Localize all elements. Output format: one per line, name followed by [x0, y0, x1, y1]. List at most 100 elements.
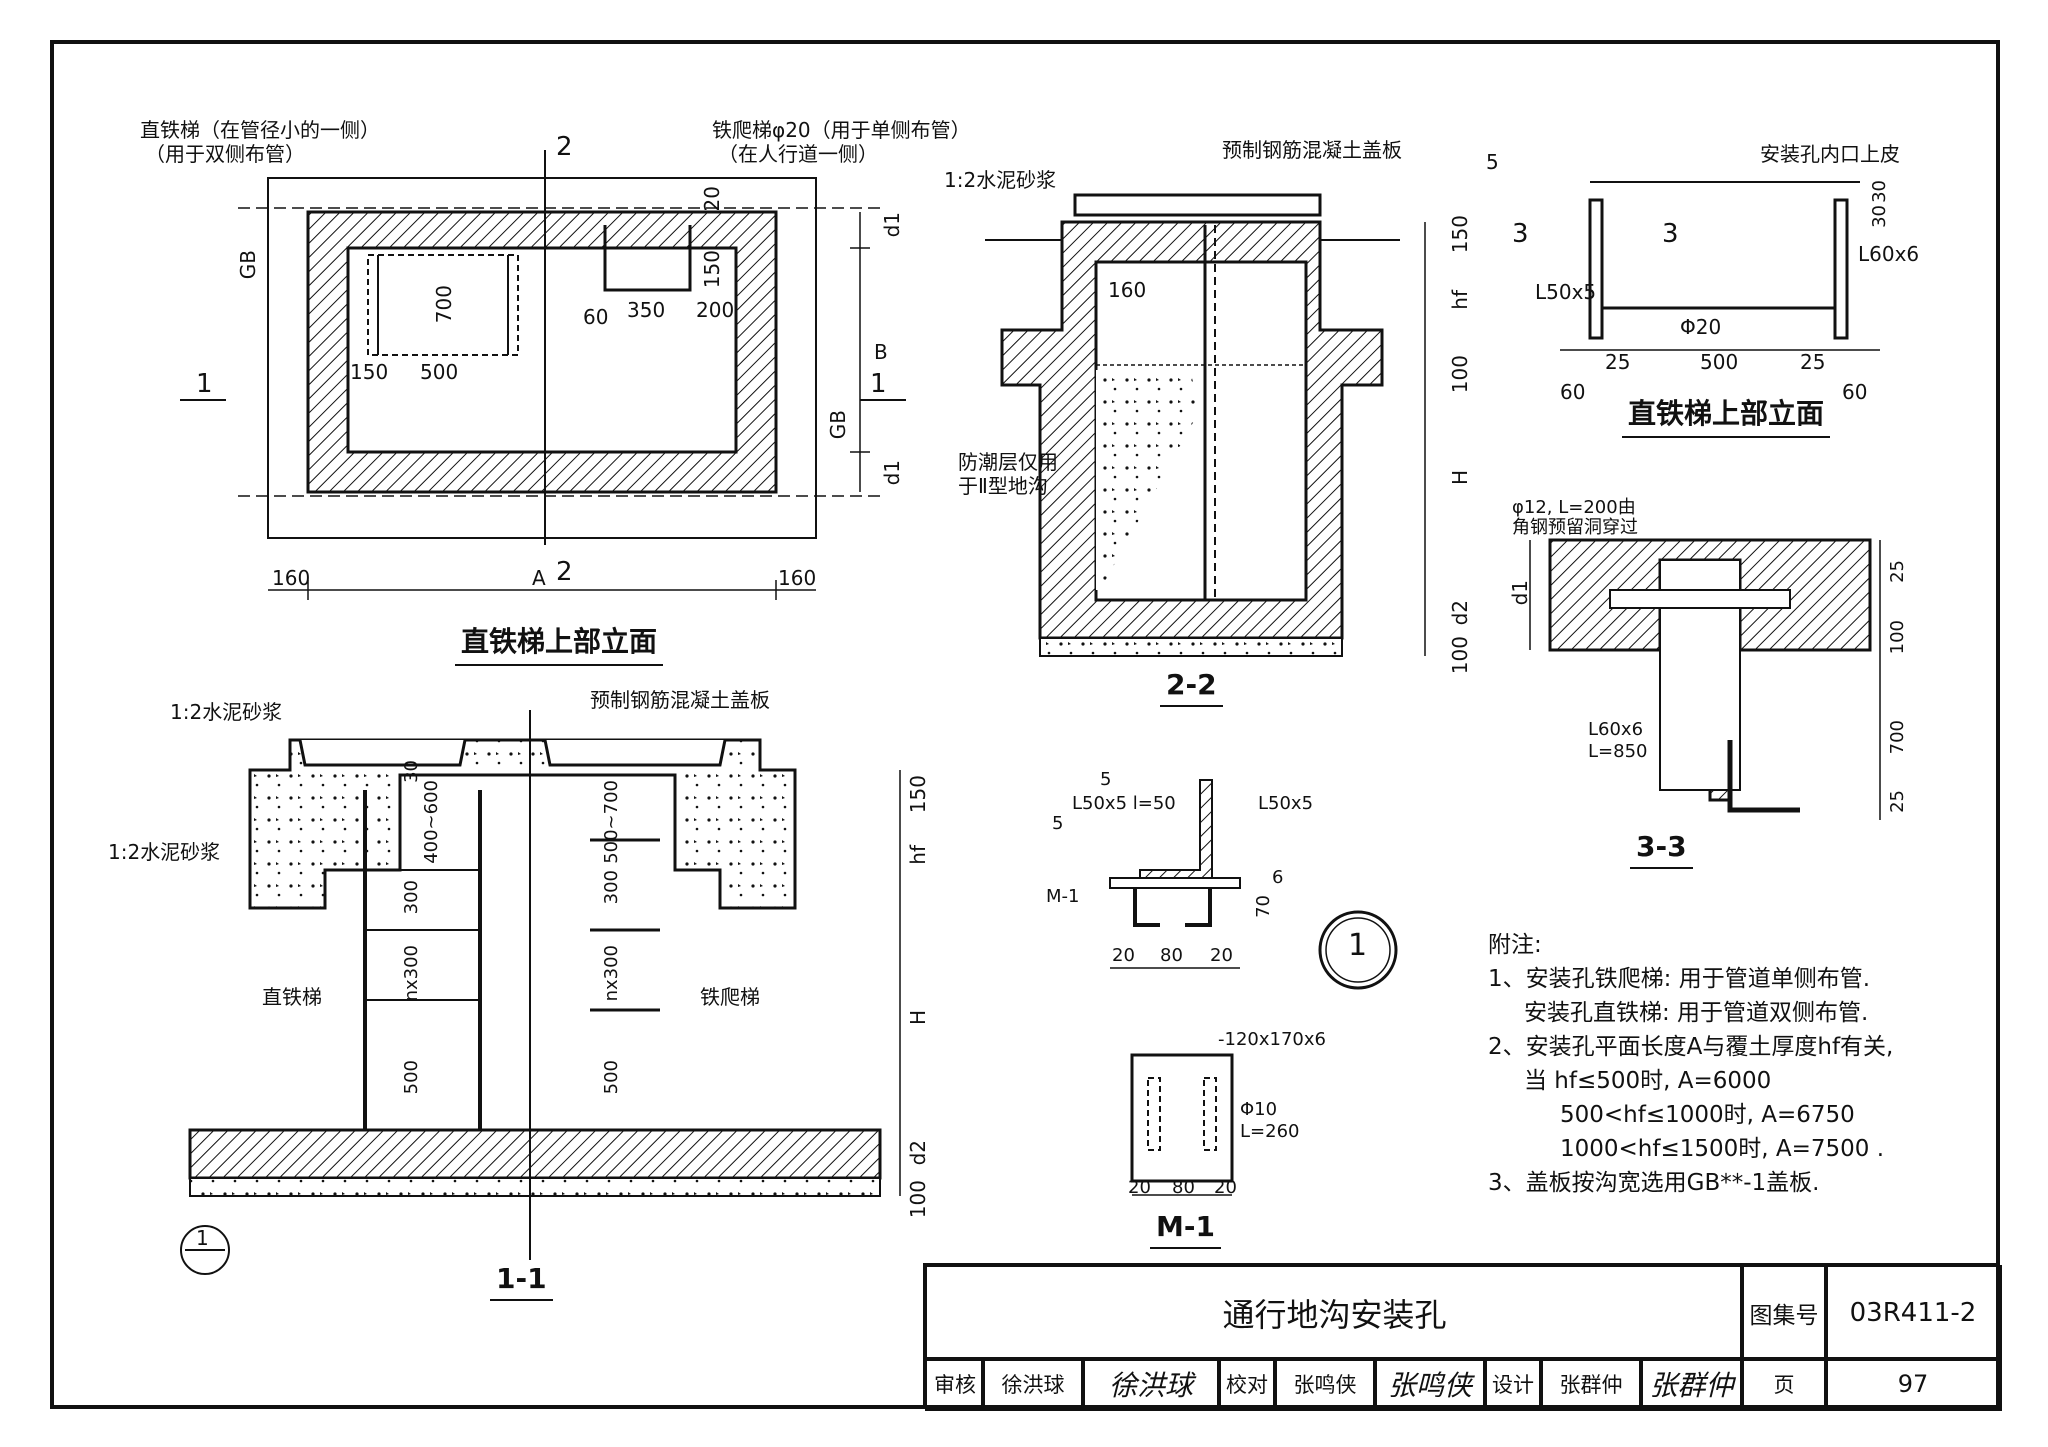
- plan-view: [180, 150, 906, 600]
- notes-line: 2、安装孔平面长度A与覆土厚度hf有关,: [1488, 1034, 1894, 1060]
- s22-dim-150: 150: [1448, 215, 1472, 254]
- plan-dim-350: 350: [627, 298, 666, 322]
- plan-section-mark-2-bottom: 2: [556, 557, 573, 587]
- plan-dim-B: B: [874, 340, 888, 364]
- s22-dim-100b: 100: [1448, 636, 1472, 675]
- elev-top-section-left: 3: [1512, 219, 1529, 249]
- s11-dim-400-600: 400~600: [421, 780, 442, 864]
- notes-heading: 附注:: [1488, 932, 1542, 958]
- notes-line: 当 hf≤500时, A=6000: [1524, 1068, 1772, 1094]
- designer-name: 张群仲: [1539, 1357, 1643, 1411]
- plan-section-mark-1-left: 1: [196, 369, 213, 399]
- plan-dim-500: 500: [420, 360, 459, 384]
- page-label: 页: [1740, 1357, 1828, 1411]
- s22-dim-hf: hf: [1448, 290, 1472, 310]
- plan-dim-160-right: 160: [778, 566, 817, 590]
- s11-dim-nx300b: nx300: [601, 945, 622, 1002]
- s22-title: 2-2: [1160, 668, 1223, 707]
- plan-cover-code-right: GB: [826, 410, 850, 440]
- plan-dim-20: 20: [700, 186, 724, 212]
- d1-ref: 1: [1348, 928, 1368, 963]
- elev-top-dim-25a: 25: [1605, 350, 1631, 374]
- m1-dim-20a: 20: [1128, 1177, 1151, 1198]
- ladder-top-elevation: [1560, 181, 1880, 351]
- atlas-number: 03R411-2: [1824, 1265, 2002, 1361]
- plan-ladder-note-1: 直铁梯（在管径小的一侧）: [140, 118, 380, 142]
- reviewer-name: 徐洪球: [981, 1357, 1085, 1411]
- s11-dim-H: H: [906, 1010, 930, 1026]
- plan-dim-d1-bottom: d1: [880, 460, 904, 486]
- s11-climb-ladder: 铁爬梯: [700, 985, 760, 1009]
- elev-top-dim-25b: 25: [1800, 350, 1826, 374]
- plan-cover-code-left: GB: [236, 250, 260, 280]
- s11-cover: 预制钢筋混凝土盖板: [590, 688, 770, 712]
- plan-dim-700: 700: [432, 285, 456, 324]
- notes-line: 1、安装孔铁爬梯: 用于管道单侧布管.: [1488, 966, 1871, 992]
- plate-m1: [1130, 1053, 1234, 1196]
- elev-top-section-right: 3: [1662, 219, 1679, 249]
- drawing-title: 通行地沟安装孔: [925, 1265, 1744, 1361]
- s33-title: 3-3: [1630, 830, 1693, 869]
- notes-line: 3、盖板按沟宽选用GB**-1盖板.: [1488, 1170, 1820, 1196]
- elev-top-angle-2: L60x6: [1858, 242, 1920, 266]
- s11-dim-500: 500: [401, 1060, 422, 1095]
- design-label: 设计: [1483, 1357, 1543, 1411]
- d1-dim-20a: 20: [1112, 945, 1135, 966]
- s11-straight-ladder: 直铁梯: [262, 985, 322, 1009]
- d1-dim-20b: 20: [1210, 945, 1233, 966]
- elev-top-title: 直铁梯上部立面: [1622, 392, 1831, 438]
- section-1-1: [180, 710, 901, 1275]
- s33-note-2: 角钢预留洞穿过: [1512, 517, 1638, 538]
- elev-top-dim-30a: 30: [1869, 180, 1890, 203]
- s33-note-1: φ12, L=200由: [1512, 497, 1636, 518]
- reviewer-signature: 徐洪球: [1081, 1357, 1221, 1411]
- notes-line: 1000<hf≤1500时, A=7500 .: [1560, 1136, 1885, 1162]
- s33-angle: L60x6: [1588, 719, 1644, 740]
- d1-dim-80: 80: [1160, 945, 1183, 966]
- m1-dim-80: 80: [1172, 1177, 1195, 1198]
- s22-mortar: 1:2水泥砂浆: [944, 168, 1057, 192]
- plan-rung-note-2: （在人行道一侧）: [718, 142, 878, 166]
- s33-length: L=850: [1588, 741, 1648, 762]
- d1-plate: M-1: [1046, 886, 1080, 907]
- s33-dim-25b: 25: [1887, 790, 1908, 813]
- s11-dim-nx300: nx300: [401, 945, 422, 1002]
- s11-mortar-side: 1:2水泥砂浆: [108, 840, 221, 864]
- s22-damp-2: 于Ⅱ型地沟: [958, 474, 1048, 498]
- plan-dim-d1-top: d1: [880, 212, 904, 238]
- m1-title: M-1: [1150, 1210, 1221, 1249]
- s22-damp-1: 防潮层仅用: [958, 450, 1058, 474]
- s11-dim-300: 300: [401, 880, 422, 915]
- s33-dim-d1: d1: [1508, 580, 1532, 606]
- plan-dim-150: 150: [700, 250, 724, 289]
- s33-dim-700: 700: [1887, 720, 1908, 755]
- d1-angle-a: L50x5 l=50: [1072, 793, 1176, 814]
- designer-signature: 张群仲: [1639, 1357, 1744, 1411]
- s11-mortar-top: 1:2水泥砂浆: [170, 700, 283, 724]
- s11-dim-d2: d2: [906, 1140, 930, 1166]
- plan-ladder-note-2: （用于双侧布管）: [145, 142, 305, 166]
- s22-dim-100: 100: [1448, 355, 1472, 394]
- s11-dim-500b: 500: [601, 1060, 622, 1095]
- plan-section-mark-2-top: 2: [556, 132, 573, 162]
- plan-dim-A: A: [532, 566, 546, 590]
- elev-top-weld: 5: [1486, 150, 1499, 174]
- plan-dim-150b: 150: [350, 360, 389, 384]
- detail-1: [1109, 779, 1398, 990]
- m1-length: L=260: [1240, 1121, 1300, 1142]
- s22-dim-d2: d2: [1448, 600, 1472, 626]
- d1-dim-6: 6: [1272, 867, 1284, 888]
- m1-plate: -120x170x6: [1218, 1029, 1326, 1050]
- elev-top-dim-60a: 60: [1560, 380, 1586, 404]
- d1-angle-b: L50x5: [1258, 793, 1314, 814]
- s22-cover: 预制钢筋混凝土盖板: [1222, 138, 1402, 162]
- s11-dim-100: 100: [906, 1180, 930, 1219]
- notes-line: 安装孔直铁梯: 用于管道双侧布管.: [1524, 1000, 1869, 1026]
- notes-line: 500<hf≤1000时, A=6750: [1560, 1102, 1855, 1128]
- m1-dim-20b: 20: [1214, 1177, 1237, 1198]
- s33-dim-100: 100: [1887, 620, 1908, 655]
- elev-top-dim-500: 500: [1700, 350, 1739, 374]
- plan-title: 直铁梯上部立面: [455, 620, 664, 666]
- elev-top-angle-1: L50x5: [1535, 280, 1597, 304]
